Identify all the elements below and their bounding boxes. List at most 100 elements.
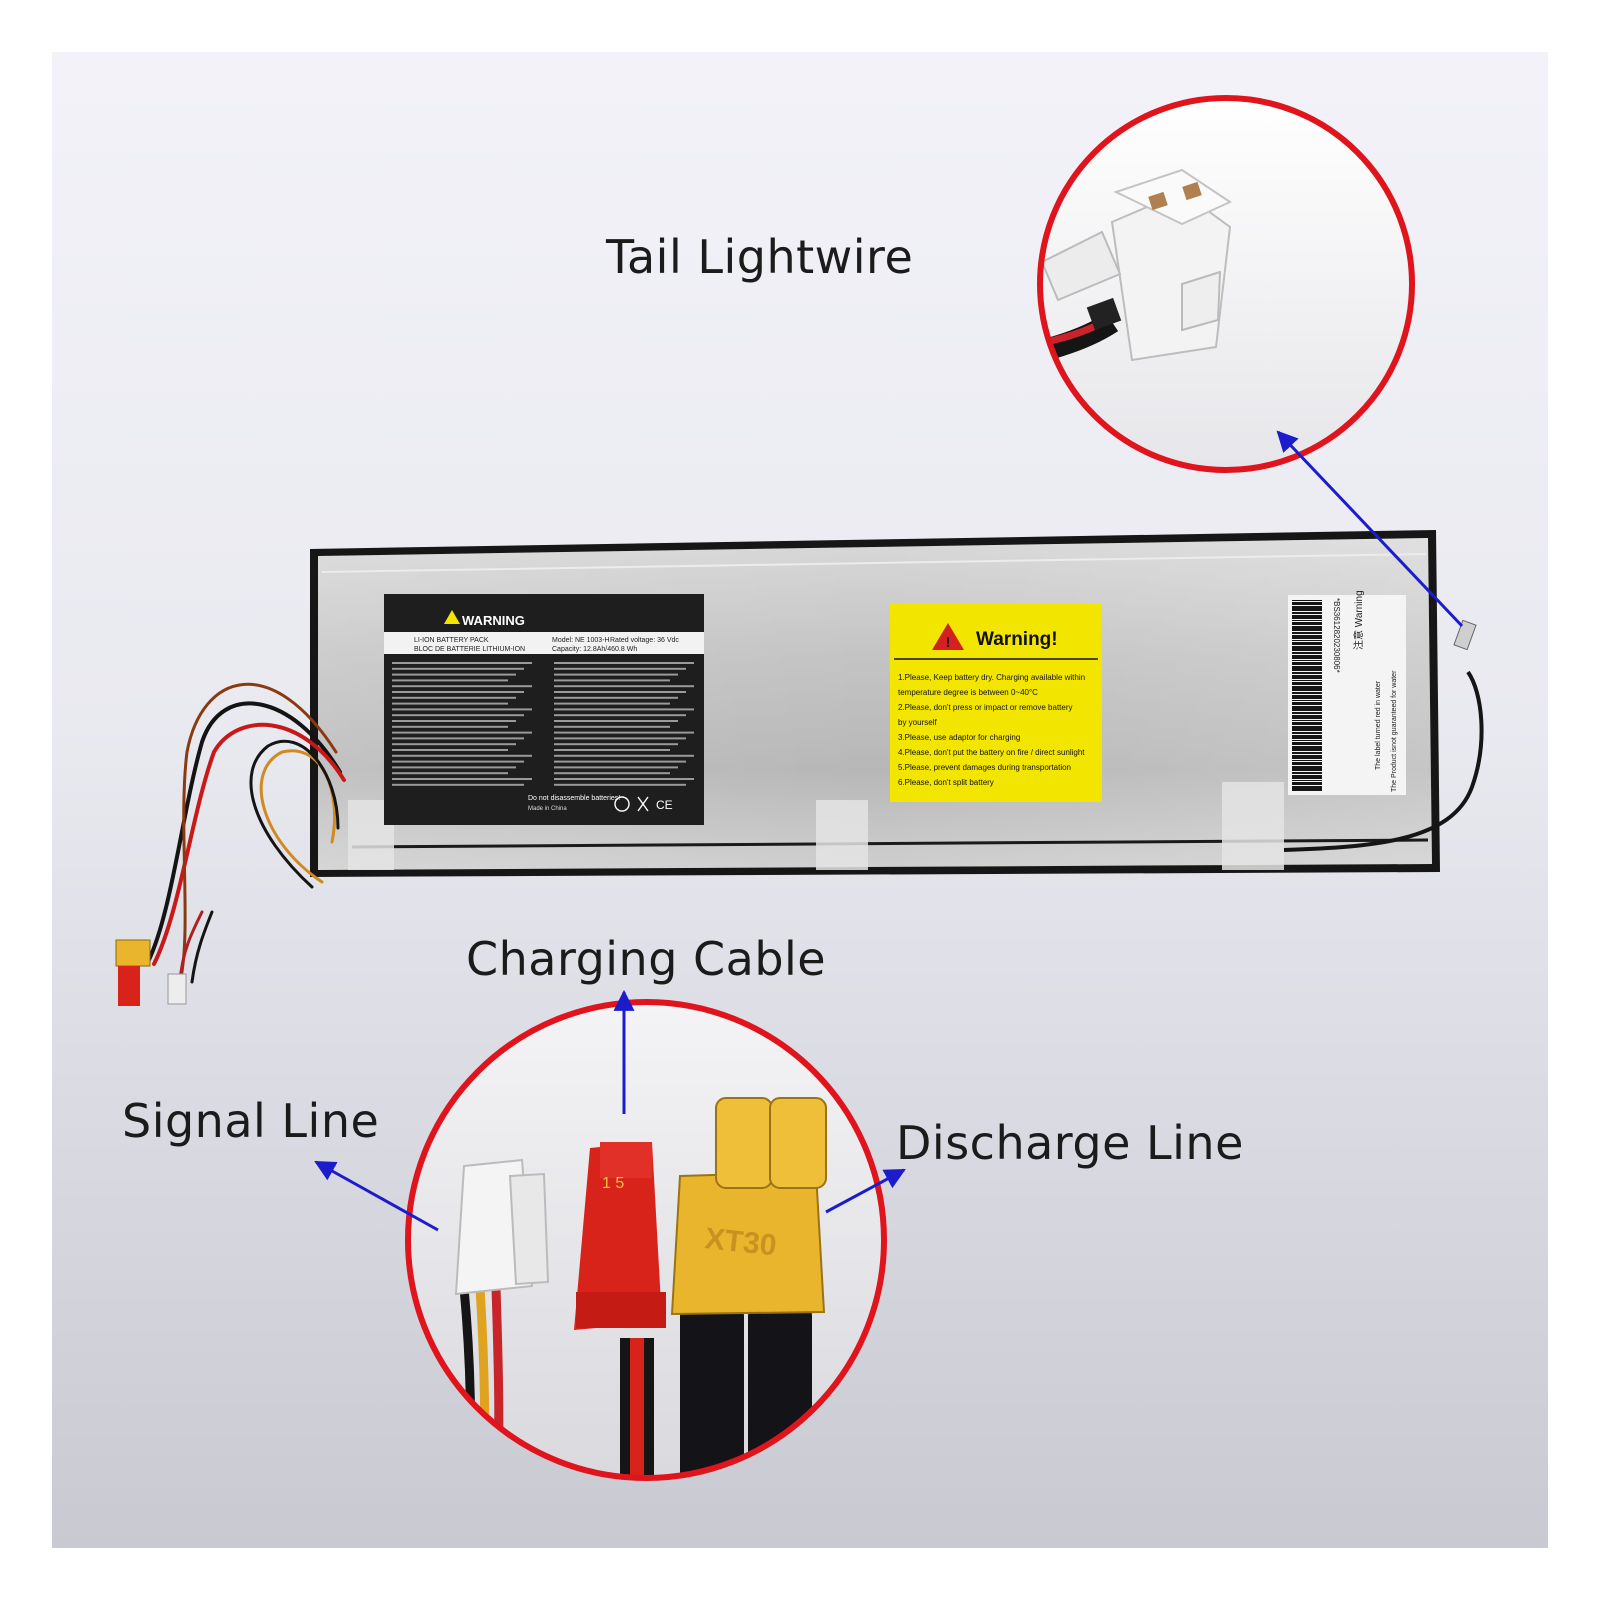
fine-print-line [392, 737, 524, 740]
yellow-label-lines: 1.Please, Keep battery dry. Charging ava… [898, 673, 1085, 787]
barcode-line-2: The Product isnot guaranteed for water [1391, 670, 1398, 792]
fine-print-line [392, 673, 516, 676]
wire-harness [146, 682, 346, 984]
barcode-bar [1292, 655, 1322, 659]
barcode-serial: *BS3612820230806* [1332, 598, 1341, 673]
barcode-bar [1292, 712, 1322, 714]
fine-print-line [554, 696, 678, 699]
fine-print-line [392, 725, 508, 728]
barcode-bar [1292, 620, 1322, 621]
barcode-bar [1292, 720, 1322, 721]
barcode-bar [1292, 700, 1322, 701]
barcode [1292, 600, 1322, 791]
fine-print-line [554, 754, 694, 757]
fine-print-line [392, 714, 524, 717]
fine-print-line [554, 673, 678, 676]
yellow-label-line: 5.Please, prevent damages during transpo… [898, 763, 1071, 772]
spec-capacity: Capacity: 12.8Ah/460.8 Wh [552, 646, 637, 653]
yellow-label-title: Warning! [976, 629, 1058, 650]
product-photo: WARNING LI-ION BATTERY PACK BLOC DE BATT… [52, 52, 1548, 1548]
barcode-bar [1292, 675, 1322, 679]
fine-print-line [392, 708, 532, 711]
fine-print-line [554, 662, 694, 664]
svg-text:1 5: 1 5 [602, 1175, 624, 1192]
barcode-bar [1292, 762, 1322, 765]
fine-print-line [554, 685, 694, 688]
barcode-bar [1292, 626, 1322, 631]
barcode-bar [1292, 755, 1322, 759]
barcode-bar [1292, 640, 1322, 641]
fine-print-line [392, 749, 508, 751]
barcode-bar [1292, 726, 1322, 731]
barcode-bar [1292, 680, 1322, 681]
fine-print-line [392, 667, 524, 670]
fine-print-line [554, 749, 670, 751]
barcode-bar [1292, 622, 1322, 625]
fine-print-line [554, 708, 694, 711]
fine-print-line [392, 772, 508, 775]
barcode-bar [1292, 786, 1322, 791]
barcode-bar [1292, 735, 1322, 739]
fine-print-line [392, 720, 516, 722]
yellow-label-line: 1.Please, Keep battery dry. Charging ava… [898, 673, 1085, 682]
barcode-bar [1292, 702, 1322, 705]
yellow-label-line: 4.Please, don't put the battery on fire … [898, 748, 1085, 757]
fine-print-line [392, 685, 532, 688]
barcode-bar [1292, 742, 1322, 745]
barcode-bar [1292, 692, 1322, 694]
barcode-bar [1292, 740, 1322, 741]
barcode-bar [1292, 722, 1322, 725]
barcode-line-1: The label turned red in water [1375, 680, 1382, 770]
fine-print-line [392, 691, 524, 693]
fine-print-line [554, 783, 686, 786]
fine-print-line [554, 725, 670, 728]
barcode-bar [1292, 600, 1322, 601]
fine-print-line [554, 679, 670, 682]
fine-print-line [554, 743, 678, 746]
connectors-circle [405, 999, 887, 1481]
barcode-bar [1292, 775, 1322, 779]
barcode-bar [1292, 706, 1322, 711]
yellow-label-line: temperature degree is between 0~40°C [898, 688, 1038, 697]
recycle-icon [614, 796, 630, 812]
fine-print-line [554, 667, 686, 670]
yellow-label-line: 6.Please, don't split battery [898, 778, 994, 787]
barcode-label: *BS3612820230806* 注意 Warning The label t… [1288, 590, 1406, 795]
spec-warning-title: WARNING [462, 613, 525, 628]
barcode-bar [1292, 652, 1322, 654]
spec-made-in: Made in China [528, 806, 567, 812]
fine-print-line [554, 691, 686, 693]
barcode-bar [1292, 746, 1322, 751]
fine-print-line [554, 760, 686, 763]
barcode-bar [1292, 780, 1322, 781]
callout-signal-line: Signal Line [122, 1094, 380, 1148]
barcode-bar [1292, 695, 1322, 699]
barcode-heading: 注意 Warning [1352, 590, 1365, 650]
barcode-bar [1292, 682, 1322, 685]
fine-print-line [554, 731, 694, 734]
fine-print-line [554, 720, 678, 722]
fine-print-line [554, 778, 694, 780]
callout-charging-cable: Charging Cable [466, 932, 827, 986]
fine-print-line [392, 731, 532, 734]
connectors-inset: 1 5 XT30 [405, 999, 887, 1481]
barcode-bar [1292, 646, 1322, 651]
weee-bin-icon [637, 796, 649, 812]
ce-mark-icon: CE [656, 798, 673, 812]
spec-fine-print [392, 662, 694, 786]
barcode-bar [1292, 672, 1322, 674]
fine-print-line [392, 696, 516, 699]
spec-rated-voltage: Rated voltage: 36 Vdc [610, 637, 679, 644]
tail-lightwire-inset [1037, 95, 1415, 473]
arrow-tail-lightwire [1276, 430, 1464, 628]
fine-print-line [554, 714, 686, 717]
tail-lightwire-circle [1037, 95, 1415, 473]
barcode-bar [1292, 615, 1322, 619]
fine-print-line [554, 772, 670, 775]
spec-pack-line-2: BLOC DE BATTERIE LITHIUM-ION [414, 646, 525, 653]
barcode-bar [1292, 760, 1322, 761]
left-connectors [115, 939, 187, 1006]
fine-print-line [554, 766, 678, 769]
callout-tail-lightwire: Tail Lightwire [606, 230, 914, 284]
yellow-warning-label: ! Warning! 1.Please, Keep battery dry. C… [890, 604, 1102, 802]
